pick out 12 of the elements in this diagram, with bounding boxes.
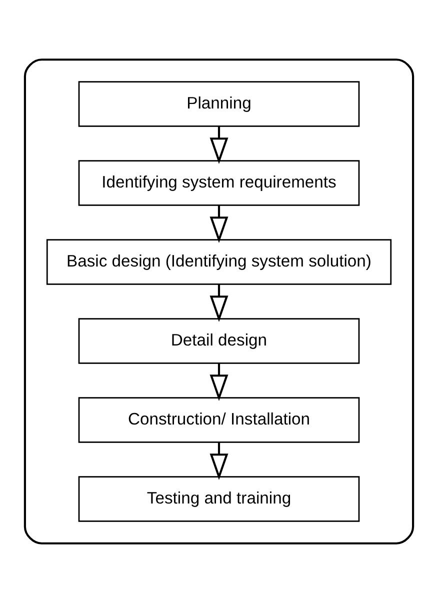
node-box: Identifying system requirements: [78, 160, 360, 206]
arrow: [210, 126, 228, 164]
node-box: Construction/ Installation: [78, 397, 360, 443]
arrow: [210, 442, 228, 480]
arrow: [210, 205, 228, 243]
cluster: [24, 58, 414, 544]
node-box: Basic design (Identifying system solution): [46, 239, 392, 285]
node-box: Testing and training: [78, 476, 360, 522]
arrow: [210, 284, 228, 322]
node-box: Detail design: [78, 318, 360, 364]
node-box: Planning: [78, 81, 360, 127]
arrow: [210, 363, 228, 401]
